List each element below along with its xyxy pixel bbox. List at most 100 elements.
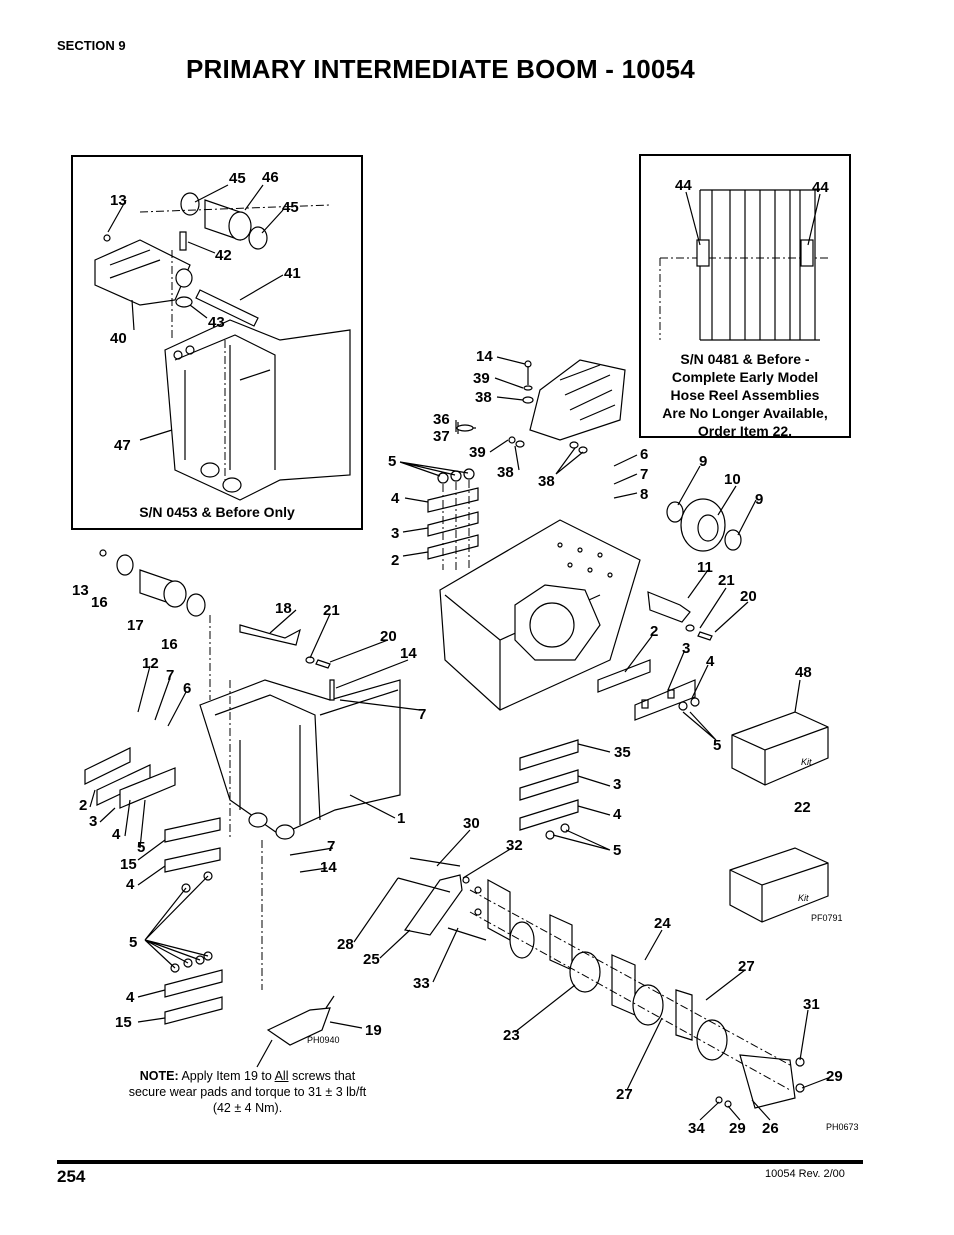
callout-number: 16 — [161, 636, 178, 653]
callout-number: 21 — [323, 602, 340, 619]
callout-number: 47 — [114, 437, 131, 454]
caption-line: Order Item 22. — [697, 423, 793, 439]
callout-number: 5 — [137, 839, 146, 856]
callout-number: 16 — [91, 594, 108, 611]
callout-number: 7 — [640, 466, 649, 483]
callout-number: 6 — [183, 680, 192, 697]
callout-number: 4 — [706, 653, 715, 670]
callout-number: 27 — [616, 1086, 633, 1103]
note-lead: NOTE: — [139, 1069, 179, 1083]
figure-code-main: PH0673 — [826, 1122, 859, 1132]
figure-code-kit: PF0791 — [811, 913, 843, 923]
callout-number: 17 — [127, 617, 144, 634]
inset-right-box — [639, 154, 851, 438]
note-underlined: All — [274, 1069, 289, 1083]
callout-number: 29 — [729, 1120, 746, 1137]
callout-number: 4 — [112, 826, 121, 843]
callout-number: 14 — [476, 348, 493, 365]
callout-number: 4 — [126, 989, 135, 1006]
callout-number: 7 — [418, 706, 427, 723]
callout-number: 33 — [413, 975, 430, 992]
inset-left-parts — [94, 192, 351, 501]
callout-number: 18 — [275, 600, 292, 617]
inset-right-hose-reel — [659, 189, 830, 341]
callout-number: 22 — [794, 799, 811, 816]
callout-number: 15 — [115, 1014, 132, 1031]
inset-right-caption: S/N 0481 & Before - Complete Early Model… — [639, 350, 851, 440]
callout-number: 38 — [538, 473, 555, 490]
kit-box-22 — [729, 847, 829, 923]
callout-number: 25 — [363, 951, 380, 968]
wear-pads-lower — [519, 739, 579, 840]
callout-number: 14 — [320, 859, 337, 876]
callout-number: 23 — [503, 1027, 520, 1044]
callout-number: 48 — [795, 664, 812, 681]
figure-code-pad: PH0940 — [307, 1035, 340, 1045]
callout-number: 38 — [475, 389, 492, 406]
callout-number: 3 — [682, 640, 691, 657]
callout-number: 44 — [812, 179, 829, 196]
callout-number: 46 — [262, 169, 279, 186]
note-text-2: screws that secure wear pads and torque … — [128, 1069, 367, 1115]
callout-number: 30 — [463, 815, 480, 832]
callout-number: 35 — [614, 744, 631, 761]
callout-number: 12 — [142, 655, 159, 672]
inset-left-box — [71, 155, 363, 530]
callout-number: 42 — [215, 247, 232, 264]
revision: 10054 Rev. 2/00 — [765, 1168, 845, 1180]
callout-number: 26 — [762, 1120, 779, 1137]
callout-number: 24 — [654, 915, 671, 932]
callout-number: 36 — [433, 411, 450, 428]
caption-line: Are No Longer Available, — [662, 405, 828, 421]
boom-tube-main — [439, 519, 641, 711]
callout-number: 39 — [473, 370, 490, 387]
callout-number: 41 — [284, 265, 301, 282]
page-number: 254 — [57, 1167, 86, 1186]
callout-number: 4 — [126, 876, 135, 893]
callout-number: 6 — [640, 446, 649, 463]
callout-number: 38 — [497, 464, 514, 481]
callout-number: 43 — [208, 314, 225, 331]
caption-line: Complete Early Model — [671, 369, 819, 385]
callout-number: 28 — [337, 936, 354, 953]
callout-number: 3 — [613, 776, 622, 793]
callout-number: 32 — [506, 837, 523, 854]
sheave-pack — [397, 857, 805, 1109]
callout-number: 1 — [397, 810, 406, 827]
callout-number: 8 — [640, 486, 649, 503]
callout-number: 37 — [433, 428, 450, 445]
wear-pads-right — [597, 659, 700, 721]
callout-number: 14 — [400, 645, 417, 662]
callout-number: 19 — [365, 1022, 382, 1039]
sheave-bracket — [456, 359, 626, 454]
callout-number: 27 — [738, 958, 755, 975]
callout-number: 9 — [699, 453, 708, 470]
callout-number: 29 — [826, 1068, 843, 1085]
callout-number: 39 — [469, 444, 486, 461]
caption-line: S/N 0481 & Before - — [680, 351, 810, 367]
callout-number: 5 — [713, 737, 722, 754]
callout-number: 4 — [613, 806, 622, 823]
callout-number: 5 — [129, 934, 138, 951]
wear-pads-left — [84, 747, 223, 1025]
torque-note: NOTE: Apply Item 19 to All screws that s… — [120, 1068, 375, 1116]
callout-number: 13 — [110, 192, 127, 209]
inset-left-caption: S/N 0453 & Before Only — [139, 504, 295, 520]
callout-number: 5 — [613, 842, 622, 859]
callout-number: 11 — [697, 559, 713, 576]
kit-box-48 — [731, 711, 829, 786]
callout-number: 4 — [391, 490, 400, 507]
callout-number: 20 — [740, 588, 757, 605]
callout-number: 13 — [72, 582, 89, 599]
callout-number: 3 — [391, 525, 400, 542]
sheave-right — [647, 498, 742, 641]
callout-number: 3 — [89, 813, 98, 830]
callout-number: 10 — [724, 471, 741, 488]
callout-number: 20 — [380, 628, 397, 645]
callout-number: 2 — [650, 623, 659, 640]
kit-label: Kit — [801, 757, 812, 767]
callout-number: 15 — [120, 856, 137, 873]
callout-number: 31 — [803, 996, 820, 1013]
callout-number: 40 — [110, 330, 127, 347]
